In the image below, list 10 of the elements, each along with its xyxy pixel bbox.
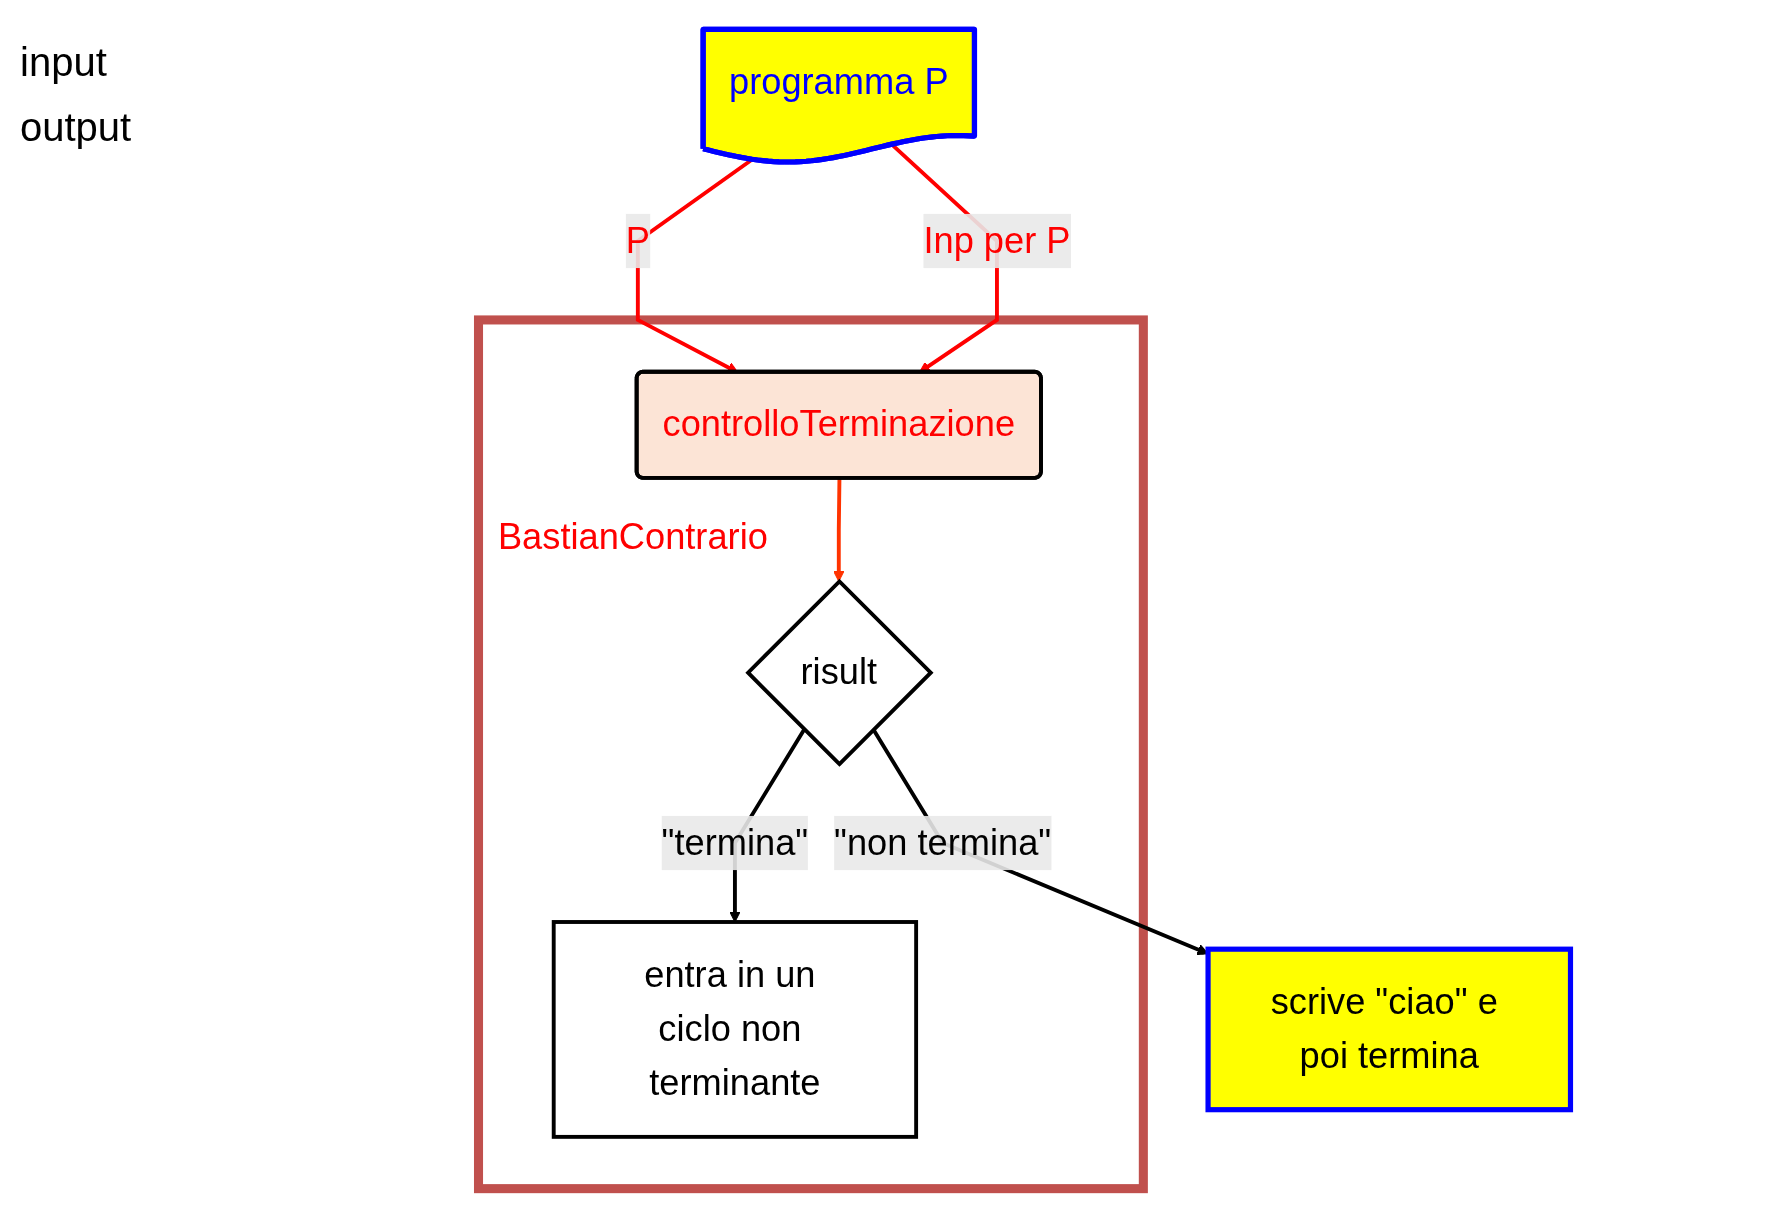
- note-label: output: [20, 105, 133, 150]
- edge-label: Inp per P: [923, 220, 1071, 261]
- arrow: [833, 478, 845, 582]
- edge-label: "non termina": [834, 822, 1052, 863]
- node-box: scrive "ciao" e poi termina: [1205, 946, 1574, 1113]
- note-label: input: [20, 40, 108, 85]
- node-box: entra in un ciclo non terminante: [551, 920, 919, 1139]
- edge-label: "termina": [661, 822, 809, 863]
- node-diamond: risult: [745, 578, 934, 767]
- edge-label: P: [625, 220, 650, 261]
